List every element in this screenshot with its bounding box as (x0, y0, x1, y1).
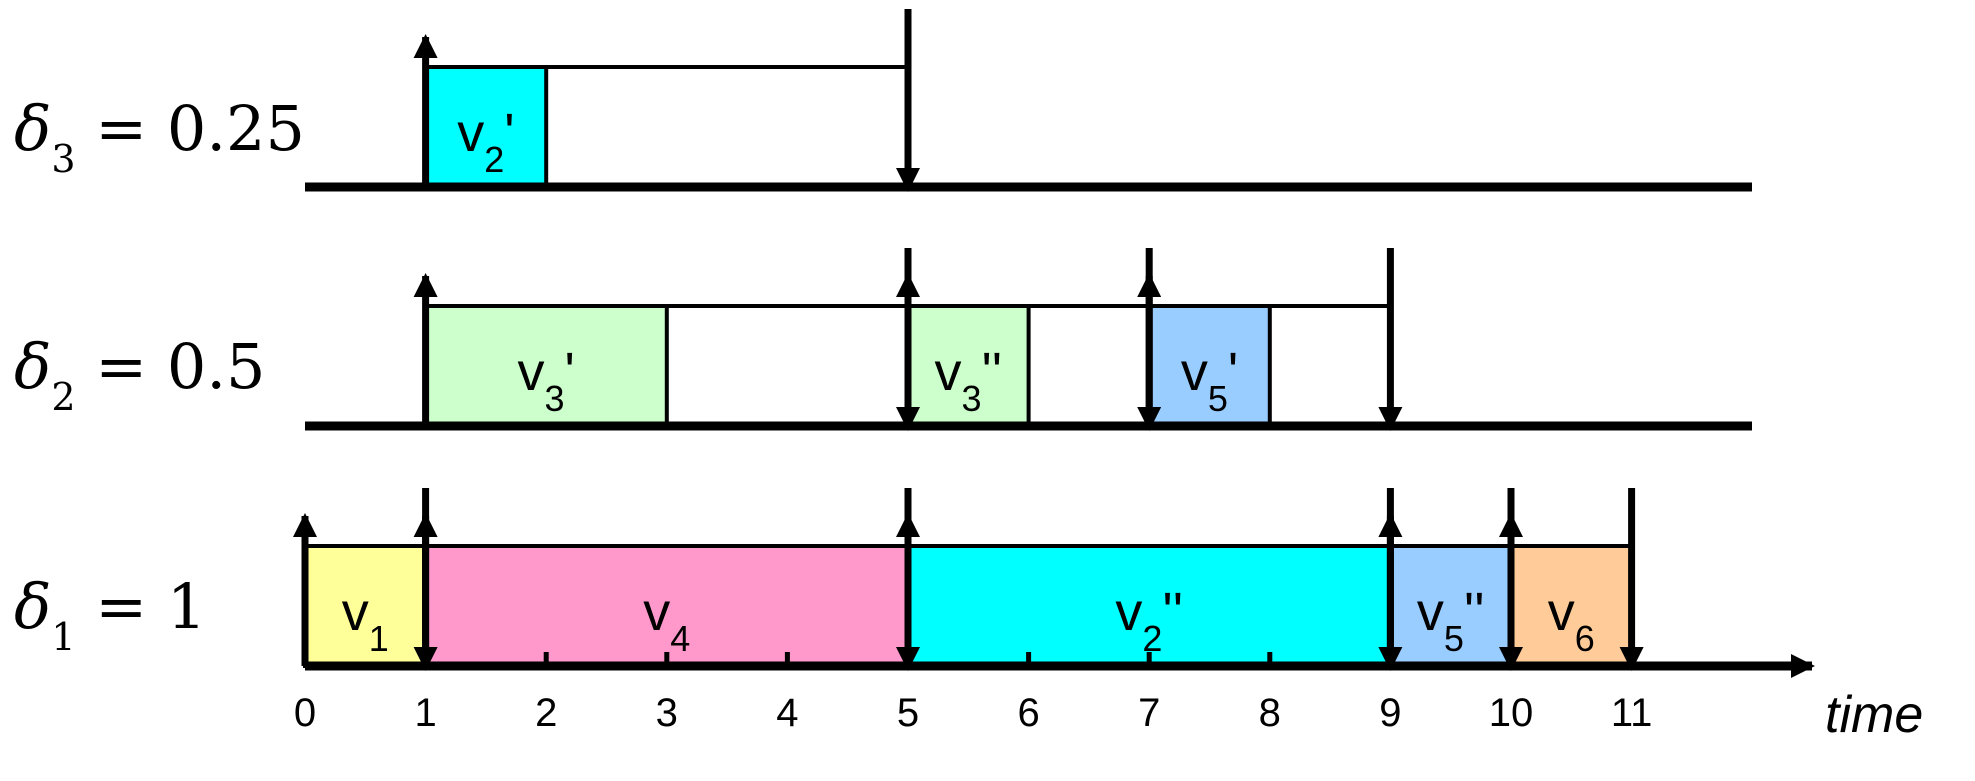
period-label-d1: δ1 = 1 (14, 570, 206, 659)
task-label: v5' (1181, 342, 1238, 419)
time-tick-label: 4 (776, 691, 798, 735)
task-label: v3'' (934, 342, 1002, 419)
period-label-d3: δ3 = 0.25 (14, 92, 305, 181)
time-tick-label: 8 (1259, 691, 1281, 735)
time-axis-label: time (1825, 686, 1923, 744)
timeline-rows: v2' v3' v3'' v5' v1 v4 v2'' v5'' v6 (293, 9, 1815, 678)
time-tick-label: 5 (897, 691, 919, 735)
time-tick-label: 2 (535, 691, 557, 735)
time-tick-label: 9 (1379, 691, 1401, 735)
time-tick-label: 11 (1611, 691, 1653, 735)
row-labels: δ3 = 0.25 δ2 = 0.5 δ1 = 1 (14, 92, 305, 659)
time-axis-ticks: 0 1 2 3 4 5 6 7 8 9 10 11 (294, 652, 1652, 735)
time-tick-label: 3 (656, 691, 678, 735)
task-label: v6 (1548, 582, 1595, 659)
task-label: v3' (518, 342, 575, 419)
task-label: v2'' (1115, 582, 1183, 659)
timeline-row-d1: v1 v4 v2'' v5'' v6 (293, 488, 1815, 678)
timeline-row-d3: v2' (305, 9, 1752, 192)
task-label: v1 (342, 582, 389, 659)
task-label: v4 (643, 582, 690, 659)
time-axis: 0 1 2 3 4 5 6 7 8 9 10 11 time (294, 652, 1923, 744)
time-tick-label: 6 (1017, 691, 1039, 735)
task-block (906, 304, 1031, 428)
task-label: v5'' (1417, 582, 1485, 659)
task-label: v2' (457, 103, 514, 180)
time-tick-label: 1 (414, 691, 436, 735)
time-tick-label: 0 (294, 691, 316, 735)
time-tick-label: 10 (1489, 691, 1534, 735)
period-label-d2: δ2 = 0.5 (14, 330, 265, 419)
time-tick-label: 7 (1138, 691, 1160, 735)
timeline-row-d2: v3' v3'' v5' (305, 248, 1752, 431)
task-block (303, 544, 428, 668)
